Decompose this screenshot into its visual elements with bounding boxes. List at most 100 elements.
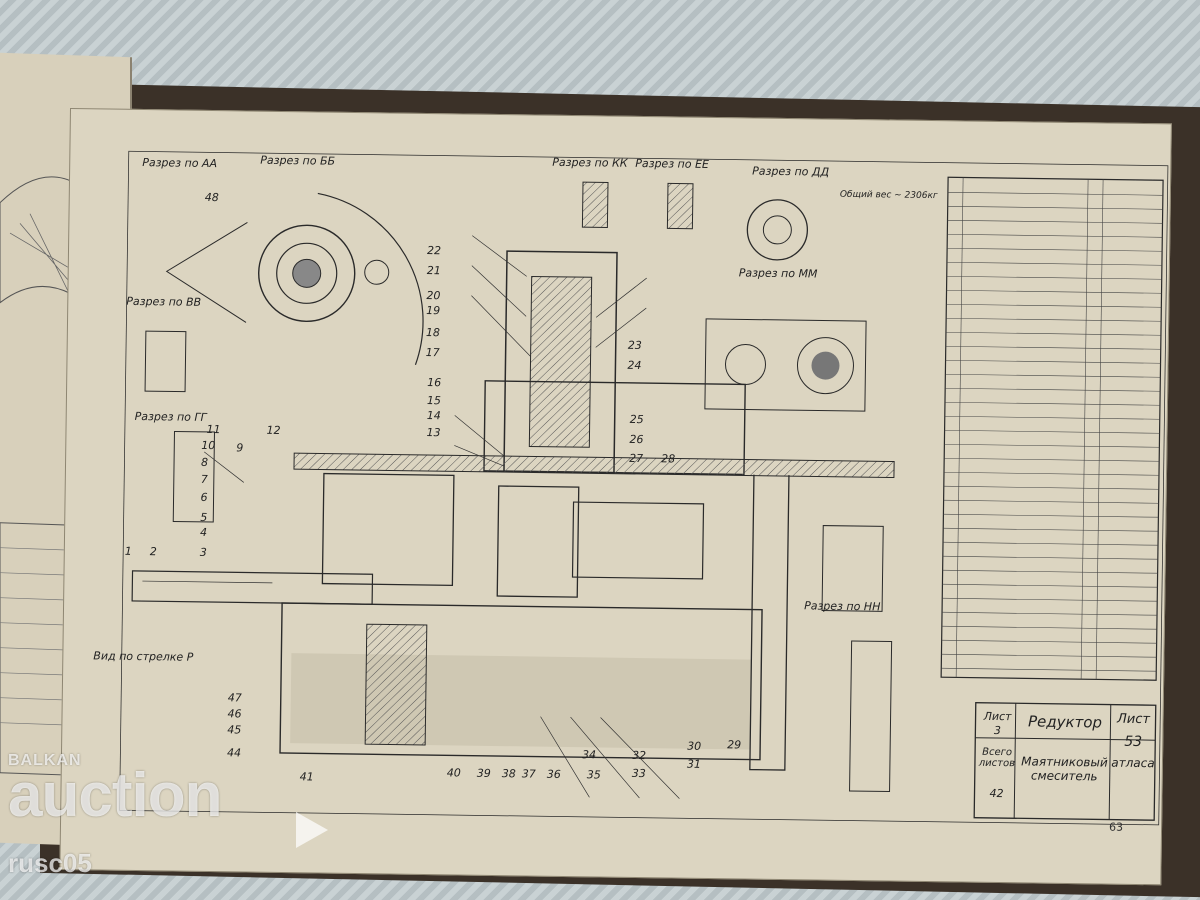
title-sheet-label: Лист [983,709,1012,724]
part-number: 14 [426,409,441,423]
part-number: 8 [200,455,209,469]
parts-list-row-line [943,485,1159,490]
parts-list-row-line [943,513,1159,518]
section-label-aa: Разрез по АА [142,156,218,171]
view-label-arrow-r: Вид по стрелке Р [93,649,194,664]
left-page [0,52,132,848]
parts-list-row-line [942,583,1158,588]
part-number: 30 [687,739,702,753]
part-number: 34 [581,748,597,762]
drawing-title: Редуктор [1027,712,1103,732]
section-label-gg: Разрез по ГГ [134,409,207,424]
parts-list-row-line [943,527,1159,532]
part-number: 4 [199,525,208,539]
section-label-nn: Разрез по НН [804,599,881,614]
parts-list-row-line [946,317,1162,322]
part-number: 2 [149,545,157,559]
parts-list-row-line [946,275,1162,280]
part-number: 10 [201,438,216,453]
parts-list-row-line [947,247,1163,252]
part-number: 35 [586,768,601,782]
part-number: 44 [226,746,242,760]
part-number: 17 [425,345,440,360]
drawing-subtitle: Маятниковый смеситель [1021,754,1108,784]
section-label-vv: Разрез по ВВ [126,294,202,309]
part-number: 26 [629,432,644,447]
parts-list-row-line [942,611,1158,616]
title-sheet-number: 3 [993,723,1001,738]
part-number: 37 [521,767,536,781]
part-number: 28 [661,452,676,466]
section-label-dd: Разрез по ДД [752,164,830,179]
part-number: 7 [200,472,208,486]
section-label-bb: Разрез по ББ [260,153,336,168]
atlas-word: атласа [1111,755,1155,771]
part-number: 21 [426,263,441,278]
reducer-drawing [119,150,1169,826]
part-number: 46 [227,707,242,721]
part-number: 31 [686,757,701,771]
parts-list-row-line [945,331,1161,336]
part-number: 16 [427,376,442,390]
parts-list-row-line [947,233,1163,238]
part-number: 15 [426,394,442,408]
part-number: 5 [200,510,208,524]
part-number: 29 [727,738,742,752]
left-page-drawing [0,176,111,776]
parts-list-row-line [942,569,1158,574]
part-number: 6 [200,490,208,504]
parts-list-row-line [945,345,1161,350]
parts-list-row-line [947,205,1163,210]
parts-list-row-line [945,387,1161,392]
parts-list-row-line [947,191,1163,196]
part-number: 48 [204,190,219,205]
parts-list-row-line [942,555,1158,560]
watermark-top: BALKAN [8,752,82,769]
part-number: 40 [446,766,461,780]
parts-list-row-line [946,289,1162,294]
part-number: 12 [266,423,281,437]
atlas-sheet-number: 53 [1124,733,1143,751]
part-number: 1 [124,544,132,558]
watermark-sub: rusc05 [8,848,92,878]
part-number: 11 [206,422,221,437]
parts-list-row-line [941,639,1157,644]
parts-list-row-line [945,359,1161,364]
section-label-mm: Разрез по ММ [738,266,818,281]
part-number: 9 [236,441,244,455]
part-number: 20 [426,288,441,303]
page-number: 63 [1108,820,1124,834]
part-number: 25 [629,412,644,427]
title-total-label: Всего листов [978,746,1016,770]
part-number: 3 [199,545,207,559]
part-number: 41 [299,770,314,784]
parts-list-row-line [944,415,1160,420]
part-number: 39 [476,766,491,780]
total-weight: Общий вес ~ 2306кг [839,189,938,202]
parts-list-row-line [941,667,1157,672]
part-number: 38 [501,767,516,781]
parts-list-row-line [943,471,1159,476]
part-number: 13 [426,426,441,440]
parts-list-row-line [944,429,1160,434]
parts-list-row-line [945,373,1161,378]
part-number: 19 [426,303,441,318]
play-icon [296,812,328,848]
part-number: 33 [631,766,646,781]
part-number: 32 [631,748,647,763]
part-number: 22 [426,243,442,258]
section-label-ee: Разрез по ЕЕ [635,156,710,171]
part-number: 18 [425,325,440,340]
drawing-sheet: Разрез по АА Разрез по ББ Разрез по ВВ Р… [59,108,1172,886]
parts-list-row-line [943,541,1159,546]
part-number: 45 [227,723,242,737]
parts-list-row-line [946,261,1162,266]
part-number: 47 [227,691,242,705]
part-number: 27 [629,451,644,466]
part-number: 36 [546,767,561,781]
parts-list-row-line [947,219,1163,224]
title-total-number: 42 [989,786,1004,801]
section-label-kk: Разрез по КК [552,155,628,170]
part-number: 24 [627,358,642,373]
part-number: 23 [627,338,642,353]
